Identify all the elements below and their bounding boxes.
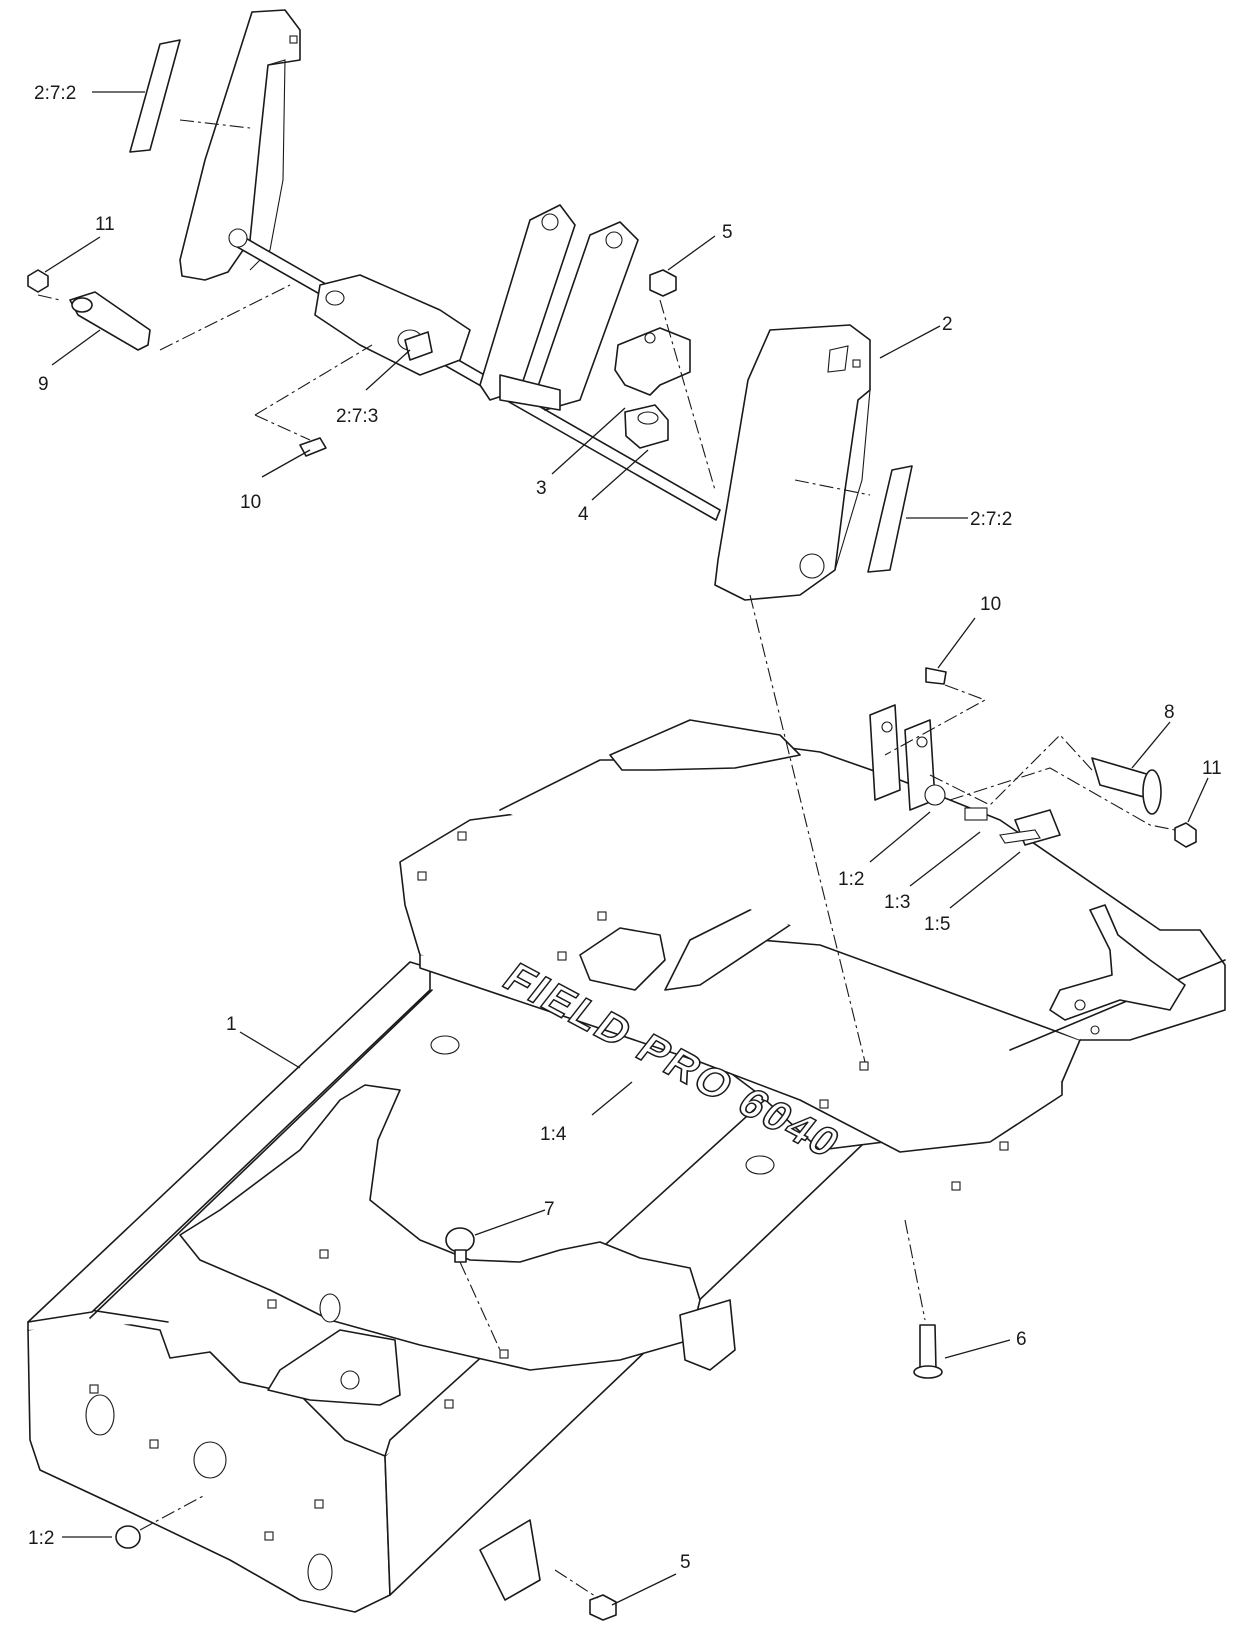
callout-10-left: 10 — [240, 492, 261, 513]
callout-9: 9 — [38, 374, 49, 395]
callout-7: 7 — [544, 1199, 555, 1220]
callout-1-2-top: 1:2 — [838, 869, 864, 890]
callout-10-right: 10 — [980, 594, 1001, 615]
callouts: 2:7:2 11 9 2:7:3 10 5 2 3 4 2:7:2 10 8 1… — [28, 83, 1222, 1573]
callout-8: 8 — [1164, 702, 1175, 723]
leader-lines — [44, 91, 1209, 1606]
pin-right — [1091, 757, 1162, 815]
plug-2-7-3 — [404, 331, 433, 361]
callout-4: 4 — [578, 504, 589, 525]
nut-top — [649, 269, 677, 297]
bolt-6 — [913, 1324, 943, 1379]
callout-2-7-2-right: 2:7:2 — [970, 509, 1012, 530]
callout-11-right: 11 — [1202, 758, 1222, 779]
callout-2: 2 — [942, 314, 953, 335]
callout-1-5: 1:5 — [924, 914, 950, 935]
callout-2-7-3: 2:7:3 — [336, 406, 378, 427]
nut-bottom — [589, 1594, 617, 1621]
nut-left — [27, 269, 49, 293]
callout-3: 3 — [536, 478, 547, 499]
plug-7 — [445, 1227, 475, 1263]
callout-1-3: 1:3 — [884, 892, 910, 913]
plug-bottom — [115, 1525, 141, 1549]
clevis-pin-right — [925, 667, 947, 685]
decal-right — [867, 465, 913, 573]
center-lines — [37, 119, 1176, 1599]
main-frame: FIELD PRO 6040 — [27, 704, 1226, 1613]
callout-5-top: 5 — [722, 222, 733, 243]
callout-1-4: 1:4 — [540, 1124, 567, 1145]
callout-5-bottom: 5 — [680, 1552, 691, 1573]
callout-6: 6 — [1016, 1329, 1027, 1350]
decal-left — [129, 39, 181, 153]
callout-11-left: 11 — [95, 214, 115, 235]
nut-right — [1174, 822, 1197, 848]
steering-assembly — [179, 9, 871, 601]
pin-left — [69, 291, 151, 351]
callout-1-2-bottom: 1:2 — [28, 1528, 54, 1549]
callout-1: 1 — [226, 1014, 237, 1035]
callout-2-7-2-top: 2:7:2 — [34, 83, 76, 104]
